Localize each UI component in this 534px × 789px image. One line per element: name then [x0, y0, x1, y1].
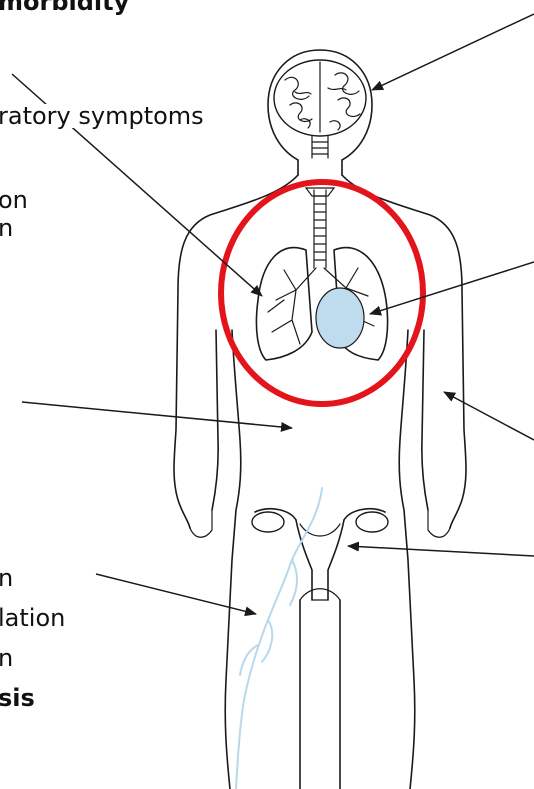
heart-icon	[316, 288, 364, 348]
body-outline	[174, 50, 466, 789]
arrow-to-abdomen	[22, 402, 292, 428]
label-sis: sis	[0, 686, 35, 710]
trachea-icon	[306, 188, 334, 268]
brain-icon	[274, 60, 366, 158]
arrow-to-leg-veins	[96, 574, 256, 614]
label-lation: lation	[0, 606, 65, 630]
arrow-to-uterus	[348, 546, 534, 556]
label-n-3: n	[0, 646, 13, 670]
uterus-icon	[252, 509, 388, 600]
highlight-circle	[221, 182, 423, 404]
label-n-2: n	[0, 566, 13, 590]
arrow-to-arm	[444, 392, 534, 440]
arrow-to-brain	[372, 14, 534, 90]
label-respiratory-symptoms: ratory symptoms	[0, 104, 206, 128]
label-n-1: n	[0, 216, 13, 240]
label-morbidity: morbidity	[0, 0, 129, 14]
arrow-to-heart	[370, 262, 534, 314]
label-on: on	[0, 188, 28, 212]
